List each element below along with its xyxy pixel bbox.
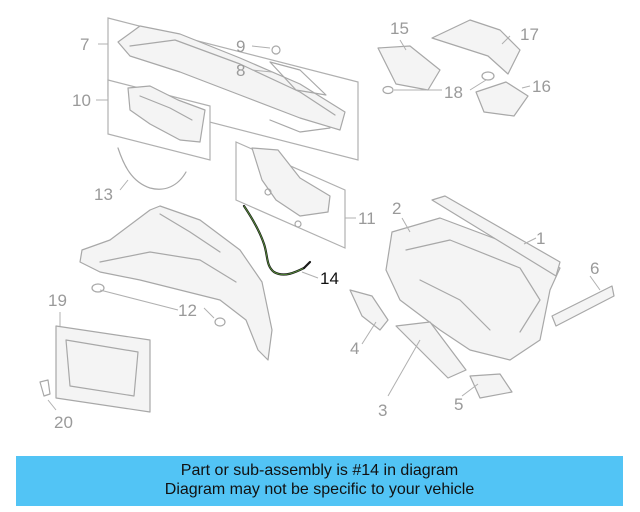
side-bracket: [551, 285, 615, 327]
leader-18b: [469, 79, 487, 91]
leader-14: [301, 271, 319, 279]
washer-left: [382, 85, 394, 95]
callout-1: 1: [536, 229, 545, 248]
parts-diagram: 7 9 8 10 13 11 14 12 19 20 1 2 6 4 3 5 1…: [39, 17, 615, 432]
lower-bracket-right: [469, 373, 513, 399]
leader-9: [251, 45, 271, 49]
leader-6: [589, 275, 601, 291]
bracket-bolt: [264, 188, 272, 196]
callout-3: 3: [378, 401, 387, 420]
leader-1: [523, 237, 537, 245]
caption-line-1: Part or sub-assembly is #14 in diagram: [180, 462, 459, 479]
leader-16: [521, 85, 531, 89]
leader-8: [251, 69, 273, 73]
callout-15: 15: [390, 19, 409, 38]
caption-banner: Part or sub-assembly is #14 in diagram D…: [16, 456, 623, 506]
left-dash-panel: [79, 205, 273, 361]
callout-16: 16: [532, 77, 551, 96]
left-dash-panel-upper-rib: [159, 213, 221, 253]
leader-13: [119, 179, 129, 191]
callout-2: 2: [392, 199, 401, 218]
callout-6: 6: [590, 259, 599, 278]
highlighted-part-14[interactable]: [242, 204, 312, 276]
drain-hose-end: [302, 260, 312, 270]
callout-13: 13: [94, 185, 113, 204]
leader-4: [361, 321, 377, 345]
upper-bracket-left: [377, 45, 441, 91]
leader-2: [401, 217, 411, 233]
callout-9: 9: [236, 37, 245, 56]
leader-12a: [99, 289, 179, 311]
cowl-grille-insert: [269, 61, 327, 96]
callout-5: 5: [454, 395, 463, 414]
caption-line-2: Diagram may not be specific to your vehi…: [164, 481, 475, 498]
left-dash-panel-rib: [99, 251, 237, 283]
leader-12b: [203, 307, 215, 319]
washer-top: [481, 71, 495, 81]
dash-panel-rib: [419, 279, 491, 331]
leader-17: [501, 35, 511, 45]
callout-20: 20: [54, 413, 73, 432]
bracket-bolt-2: [294, 220, 302, 228]
callout-11: 11: [358, 209, 376, 228]
cowl-side-bracket-group: [107, 79, 211, 161]
cowl-upper-panel: [431, 195, 561, 277]
callout-7: 7: [80, 35, 89, 54]
callout-8: 8: [236, 61, 245, 80]
small-clip-part: [39, 379, 51, 397]
callout-12: 12: [178, 301, 197, 320]
lower-bracket-center: [395, 321, 467, 379]
reinforcement-plate: [475, 81, 529, 117]
grommet-right: [214, 317, 226, 327]
leader-5: [461, 383, 479, 397]
callout-10: 10: [72, 91, 91, 110]
clip-part: [271, 45, 281, 55]
dash-panel-inner: [405, 239, 541, 333]
cowl-lower-edge: [269, 119, 331, 133]
callout-19: 19: [48, 291, 67, 310]
callout-14[interactable]: 14: [320, 269, 339, 288]
cowl-top-panel-edge: [129, 39, 336, 116]
dash-bracket-group: [235, 141, 346, 249]
lower-bracket-left: [349, 289, 389, 331]
cowl-top-panel: [117, 25, 346, 131]
cowl-top-panel-group: [107, 17, 359, 161]
upper-bracket-right: [431, 19, 521, 75]
leader-3: [387, 339, 421, 397]
leader-20: [47, 399, 57, 411]
dash-insulator: [55, 325, 151, 413]
drain-hose-inner: [243, 205, 305, 275]
leader-15: [399, 39, 407, 51]
cowl-side-bracket-rib: [139, 95, 193, 121]
weatherstrip-part: [117, 147, 187, 190]
callout-18: 18: [444, 83, 463, 102]
grommet-left: [91, 283, 105, 293]
dash-bracket: [251, 147, 331, 217]
callout-17: 17: [520, 25, 539, 44]
cowl-side-bracket: [127, 85, 206, 143]
callout-4: 4: [350, 339, 359, 358]
dash-insulator-inner: [65, 339, 139, 397]
